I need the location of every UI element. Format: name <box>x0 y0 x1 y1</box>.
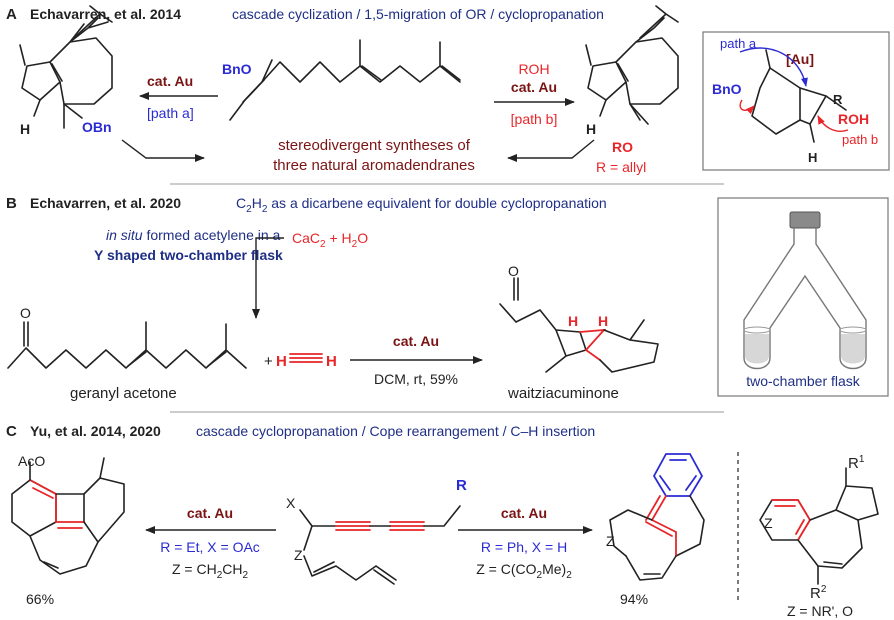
product-c-left-structure <box>11 457 125 575</box>
reagent-a-right: cat. Au <box>511 79 557 95</box>
label-x: X <box>286 495 296 511</box>
flask-body <box>743 228 867 370</box>
label-r2: R2 <box>810 584 827 602</box>
z-general-text: Z = NR', O <box>787 603 853 619</box>
label-z-product: Z <box>606 533 615 549</box>
mechanism-box <box>702 31 890 171</box>
product-a-right-structure <box>585 5 679 125</box>
reagent-c-left: cat. Au <box>187 505 233 521</box>
right-yield: 94% <box>620 591 648 607</box>
label-r1: R1 <box>848 454 865 472</box>
acetylene-h2: H <box>326 353 337 370</box>
label-h-product-2: H <box>598 313 608 329</box>
flask-cap <box>789 211 821 229</box>
label-r-allyl: R = allyl <box>596 159 646 175</box>
two-chamber-flask-drawing <box>743 211 867 370</box>
section-b-authors: Echavarren, et al. 2020 <box>30 195 181 211</box>
label-r-substrate: R <box>456 477 467 494</box>
product-a-left-structure <box>19 5 113 129</box>
section-a-topic: cascade cyclization / 1,5-migration of O… <box>232 6 604 22</box>
product-c-right-structure <box>609 453 705 581</box>
section-c: C Yu, et al. 2014, 2020 cascade cyclopro… <box>6 423 879 619</box>
mechanism-structure <box>751 49 847 143</box>
center-line-2: three natural aromadendranes <box>273 157 475 174</box>
substrate-c-structure <box>299 505 461 585</box>
conditions-b: DCM, rt, 59% <box>374 371 458 387</box>
center-line-1: stereodivergent syntheses of <box>278 137 471 154</box>
cac2-text: CaC2 + H2O <box>292 230 368 250</box>
arrow-to-center-left <box>121 139 205 162</box>
label-h-product-1: H <box>568 313 578 329</box>
label-aco: AcO <box>18 453 45 469</box>
arrow-to-center-right <box>507 139 595 162</box>
section-b-letter: B <box>6 195 17 212</box>
label-z-substrate: Z <box>294 547 303 563</box>
cond-c-right-2: Z = C(CO2Me)2 <box>476 561 572 581</box>
label-obn: OBn <box>82 119 112 135</box>
flask-phrase: Y shaped two-chamber flask <box>94 247 283 263</box>
box-path-b: path b <box>842 132 878 147</box>
section-c-topic: cascade cyclopropanation / Cope rearrang… <box>196 423 595 439</box>
bno-curved-arrow <box>739 99 755 115</box>
box-au: [Au] <box>786 51 814 67</box>
path-a-label: [path a] <box>147 105 194 121</box>
cond-c-left-2: Z = CH2CH2 <box>172 561 249 581</box>
reagent-c-right: cat. Au <box>501 505 547 521</box>
section-a-authors: Echavarren, et al. 2014 <box>30 6 181 22</box>
start-name: geranyl acetone <box>70 385 177 402</box>
plus-sign: + <box>264 353 273 370</box>
section-a-letter: A <box>6 6 17 23</box>
general-structure <box>759 467 879 585</box>
path-a-curved-arrow <box>739 47 808 87</box>
box-path-a: path a <box>720 36 757 51</box>
label-bno-substrate: BnO <box>222 61 252 77</box>
cond-c-left-1: R = Et, X = OAc <box>160 539 260 555</box>
left-yield: 66% <box>26 591 54 607</box>
label-h-right: H <box>586 121 596 137</box>
box-roh: ROH <box>838 111 869 127</box>
box-r: R <box>833 92 843 107</box>
reagent-a-left: cat. Au <box>147 73 193 89</box>
section-c-authors: Yu, et al. 2014, 2020 <box>30 423 161 439</box>
acetylene-triple-bond <box>289 353 323 363</box>
label-ro: RO <box>612 139 633 155</box>
section-b: B Echavarren, et al. 2020 C2H2 as a dica… <box>6 195 889 402</box>
label-o-ketone: O <box>20 305 31 321</box>
flask-box <box>717 197 889 397</box>
waitziacuminone-structure <box>499 277 659 373</box>
section-c-letter: C <box>6 423 17 440</box>
reagent-b: cat. Au <box>393 333 439 349</box>
insitu-line: in situ formed acetylene in a <box>106 227 281 243</box>
box-h: H <box>808 150 817 165</box>
section-b-topic: C2H2 as a dicarbene equivalent for doubl… <box>236 195 607 215</box>
cac2-arrow <box>252 237 284 319</box>
path-b-label: [path b] <box>511 111 558 127</box>
label-z-general: Z <box>764 515 773 531</box>
reagent-roh: ROH <box>518 61 549 77</box>
section-a: A Echavarren, et al. 2014 cascade cycliz… <box>6 5 890 175</box>
substrate-a-structure <box>229 39 461 121</box>
acetylene-h1: H <box>276 353 287 370</box>
cond-c-right-1: R = Ph, X = H <box>481 539 567 555</box>
geranyl-acetone-structure <box>7 321 247 369</box>
box-bno: BnO <box>712 81 742 97</box>
flask-caption: two-chamber flask <box>746 373 861 389</box>
roh-curved-arrow <box>817 115 849 132</box>
label-o-product: O <box>508 263 519 279</box>
label-h-left: H <box>20 121 30 137</box>
product-name: waitziacuminone <box>507 385 619 402</box>
